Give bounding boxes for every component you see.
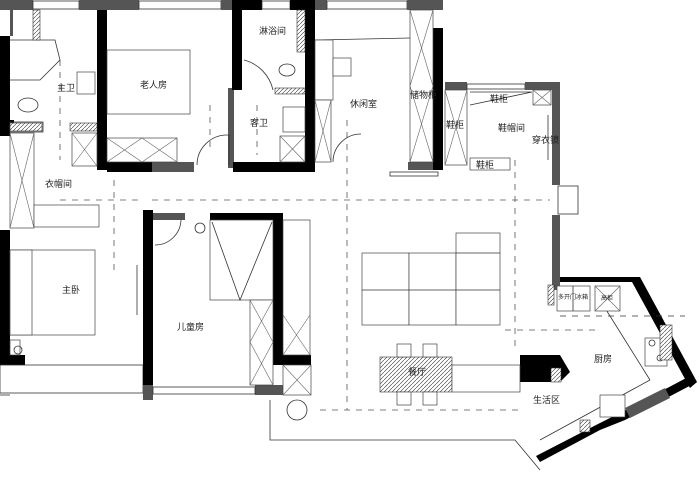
label-elder-room: 老人房 [140, 79, 167, 91]
label-living-area: 生活区 [533, 394, 560, 406]
label-shoe-cabinet-top: 鞋柜 [490, 93, 508, 105]
label-shoe-cabinet-bottom: 鞋柜 [476, 159, 494, 171]
label-leisure-room: 休闲室 [350, 98, 377, 110]
outlines [0, 299, 685, 471]
dashed-lines [59, 60, 600, 411]
label-mirror: 穿衣镜 [532, 134, 559, 146]
label-walk-in-closet: 衣帽间 [45, 178, 72, 190]
label-fridge: 多开门冰箱 [558, 293, 588, 301]
label-kitchen: 厨房 [594, 353, 612, 365]
label-dining: 餐厅 [408, 366, 426, 378]
label-master-bedroom: 主卧 [62, 284, 80, 296]
label-guest-bath: 客卫 [250, 117, 268, 129]
walls [0, 0, 697, 462]
label-storage-cabinet: 储物柜 [410, 89, 437, 101]
room-labels: 淋浴间 老人房 主卫 客卫 休闲室 储物柜 鞋柜 鞋柜 鞋柜 鞋帽间 穿衣镜 衣… [45, 25, 613, 406]
label-cloakroom-entry: 鞋帽间 [498, 122, 525, 134]
furniture [9, 9, 673, 433]
label-tall-cabinet: 高柜 [601, 294, 613, 302]
label-shoe-cabinet-left: 鞋柜 [446, 119, 464, 131]
label-shower: 淋浴间 [259, 25, 286, 37]
label-master-bath: 主卫 [57, 82, 75, 94]
label-children-room: 儿童房 [177, 321, 204, 333]
